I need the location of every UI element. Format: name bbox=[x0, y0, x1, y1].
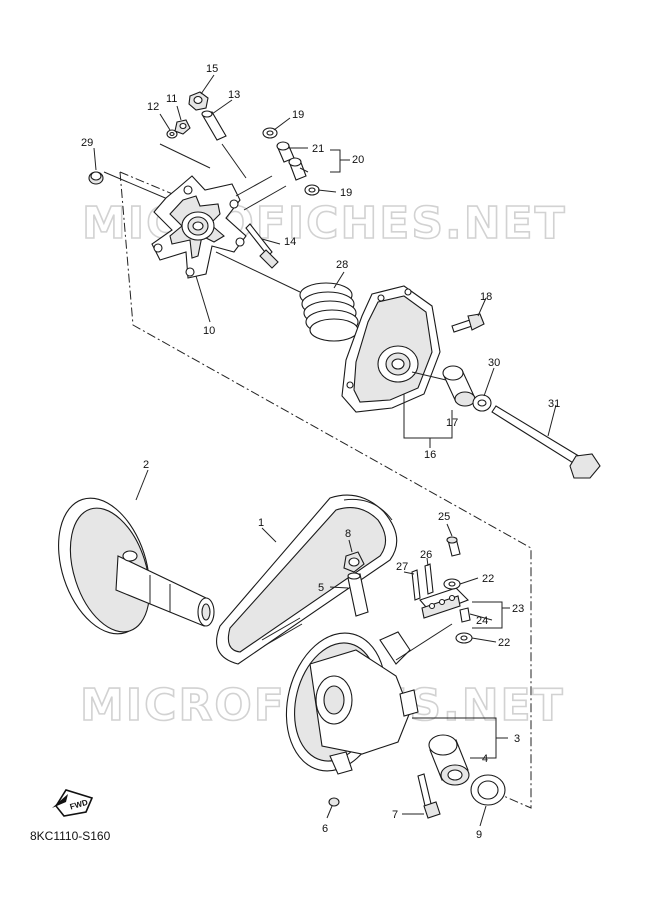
callout-26: 26 bbox=[420, 549, 432, 561]
part-21-bushing-a bbox=[276, 141, 295, 163]
part-28-spring bbox=[299, 282, 359, 342]
part-2-fixed-sheave bbox=[58, 497, 215, 635]
assembly-outline-2 bbox=[119, 171, 176, 196]
callout-3: 3 bbox=[514, 733, 520, 745]
part-25-bolt bbox=[446, 536, 461, 557]
callout-27: 27 bbox=[396, 561, 408, 573]
part-23-slider-assembly bbox=[419, 587, 469, 619]
part-24-pin bbox=[459, 607, 471, 623]
callout-6: 6 bbox=[322, 823, 328, 835]
part-29-cap bbox=[88, 171, 104, 185]
part-10-spider bbox=[151, 175, 247, 279]
callout-17: 17 bbox=[446, 417, 458, 429]
callout-12: 12 bbox=[147, 101, 159, 113]
part-13-pin bbox=[201, 110, 227, 141]
callout-24: 24 bbox=[476, 615, 488, 627]
callout-29: 29 bbox=[81, 137, 93, 149]
part-14-bolt bbox=[245, 223, 279, 269]
part-22-washer-top bbox=[443, 578, 461, 590]
fwd-arrow-icon: FWD bbox=[52, 789, 94, 817]
callout-19-top: 19 bbox=[292, 109, 304, 121]
part-4-bearing bbox=[428, 734, 470, 786]
callout-28: 28 bbox=[336, 259, 348, 271]
diagram-code: 8KC1110-S160 bbox=[30, 829, 111, 843]
part-9-seal bbox=[470, 774, 506, 806]
part-30-washer bbox=[472, 394, 492, 412]
leader-lines bbox=[93, 74, 557, 827]
assembly-outline bbox=[119, 171, 532, 809]
callout-7: 7 bbox=[392, 809, 398, 821]
callout-10: 10 bbox=[203, 325, 215, 337]
callout-31: 31 bbox=[548, 398, 560, 410]
callout-13: 13 bbox=[228, 89, 240, 101]
callout-14: 14 bbox=[284, 236, 296, 248]
callout-25: 25 bbox=[438, 511, 450, 523]
part-18-bolt bbox=[451, 313, 485, 333]
callout-21: 21 bbox=[312, 143, 324, 155]
part-31-bolt bbox=[491, 405, 601, 479]
callout-5: 5 bbox=[318, 582, 324, 594]
part-5-collar bbox=[347, 572, 369, 617]
part-8-nut bbox=[343, 551, 365, 573]
part-19-washer-bottom bbox=[304, 184, 320, 196]
part-11-nut bbox=[174, 119, 191, 135]
callout-22-top: 22 bbox=[482, 573, 494, 585]
part-19-washer-top bbox=[262, 127, 278, 139]
callout-9: 9 bbox=[476, 829, 482, 841]
callout-16: 16 bbox=[424, 449, 436, 461]
callout-23: 23 bbox=[512, 603, 524, 615]
watermark-top: MICROFICHES.NET bbox=[82, 198, 567, 249]
part-7-bolt bbox=[417, 773, 441, 819]
callout-2: 2 bbox=[143, 459, 149, 471]
part-6-cap bbox=[328, 797, 340, 807]
callout-19-bottom: 19 bbox=[340, 187, 352, 199]
part-16-cover bbox=[341, 285, 441, 413]
callout-11: 11 bbox=[166, 93, 177, 105]
part-1-belt bbox=[216, 494, 398, 665]
callout-8: 8 bbox=[345, 528, 351, 540]
part-12-washer bbox=[166, 129, 178, 139]
callout-18: 18 bbox=[480, 291, 492, 303]
part-26-screw bbox=[424, 563, 434, 595]
part-17-bushing bbox=[442, 365, 476, 407]
part-21-bushing-b bbox=[288, 157, 307, 181]
part-22-washer-bottom bbox=[455, 632, 473, 644]
callout-1: 1 bbox=[258, 517, 264, 529]
part-3-movable-sheave bbox=[285, 631, 419, 775]
callout-4: 4 bbox=[482, 753, 488, 765]
part-27-screw bbox=[411, 569, 421, 601]
callout-20: 20 bbox=[352, 154, 364, 166]
callout-15: 15 bbox=[206, 63, 218, 75]
part-15-nut bbox=[188, 91, 209, 111]
callout-22-bottom: 22 bbox=[498, 637, 510, 649]
callout-30: 30 bbox=[488, 357, 500, 369]
